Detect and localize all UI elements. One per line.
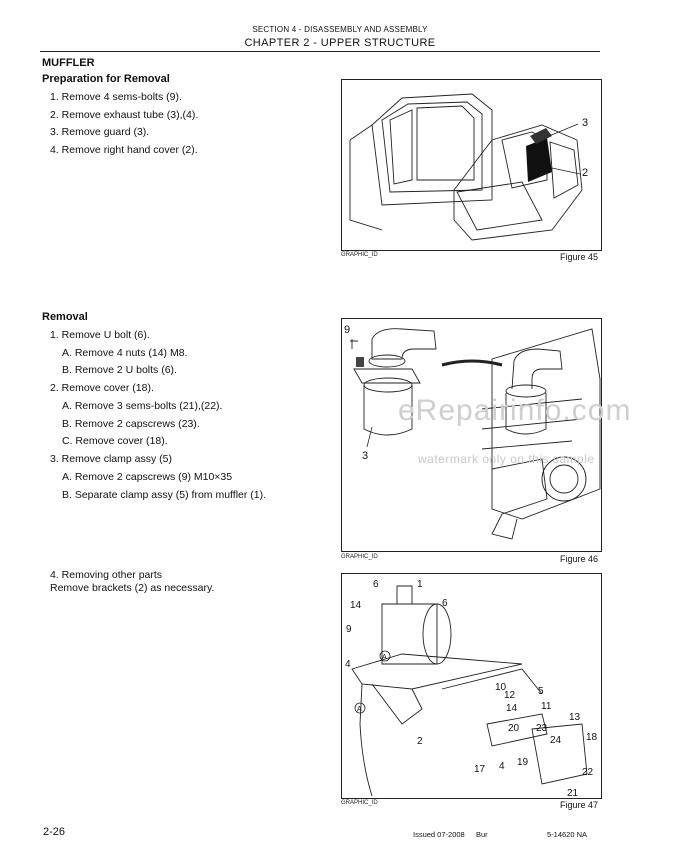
removal-step-2b: B. Remove 2 capscrews (23).: [62, 418, 200, 430]
chapter-header: CHAPTER 2 - UPPER STRUCTURE: [244, 37, 436, 49]
cover-shape: [526, 138, 552, 182]
fig46-callout-9: 9: [344, 324, 350, 336]
fig47-callout-4a: 4: [345, 659, 351, 670]
prep-heading: Preparation for Removal: [42, 73, 170, 85]
muffler-exploded-illustration: 6 1 14 6 9 4 A A 2 10 5 12 11 14 13 20 2…: [345, 579, 598, 799]
figure-45-frame: 3 2: [341, 79, 602, 251]
removal-step-1a: A. Remove 4 nuts (14) M8.: [62, 347, 188, 359]
removal-step-2a: A. Remove 3 sems-bolts (21),(22).: [62, 400, 223, 412]
figure-46-frame: 9 3: [341, 318, 602, 552]
watermark-note: watermark only on this sample: [418, 452, 595, 466]
fig47-callout-14a: 14: [350, 600, 362, 611]
fig45-caption: Figure 45: [560, 252, 599, 262]
fig47-callout-6b: 6: [442, 598, 448, 609]
page-number: 2-26: [43, 826, 66, 838]
bolt-shape: [356, 357, 364, 367]
fig47-callout-4b: 4: [499, 761, 505, 772]
page-title: MUFFLER: [42, 57, 95, 69]
removal-step-2c: C. Remove cover (18).: [62, 435, 168, 447]
fig47-callout-18: 18: [586, 732, 598, 743]
fig47-callout-6a: 6: [373, 579, 379, 590]
removal-step-4-detail: Remove brackets (2) as necessary.: [50, 582, 215, 594]
fig47-callout-A2: A: [357, 706, 362, 713]
removal-step-3a: A. Remove 2 capscrews (9) M10×35: [62, 471, 233, 483]
removal-step-4: 4. Removing other parts: [50, 569, 163, 581]
removal-step-1: 1. Remove U bolt (6).: [50, 329, 150, 341]
fig47-callout-23: 23: [536, 723, 548, 734]
fig47-callout-12: 12: [504, 690, 516, 701]
fig47-callout-21: 21: [567, 788, 579, 798]
fig47-callout-11: 11: [541, 701, 552, 712]
issued-date: Issued 07-2008: [413, 830, 465, 839]
excavator-cab-illustration: 3 2: [349, 93, 588, 241]
prep-step-1: 1. Remove 4 sems-bolts (9).: [50, 91, 182, 103]
removal-step-2: 2. Remove cover (18).: [50, 382, 154, 394]
fig47-callout-22: 22: [582, 767, 594, 778]
fig47-callout-19: 19: [517, 757, 529, 768]
fig46-caption: Figure 46: [560, 554, 599, 564]
fig47-callout-2: 2: [417, 736, 423, 747]
fig46-graphic-id: GRAPHIC_ID: [341, 554, 378, 560]
fig47-callout-9: 9: [346, 624, 352, 635]
fig47-callout-14b: 14: [506, 703, 518, 714]
removal-heading: Removal: [42, 311, 88, 323]
language-code: Bur: [476, 830, 488, 839]
muffler-removal-illustration: 9 3: [344, 324, 601, 540]
section-header: SECTION 4 - DISASSEMBLY AND ASSEMBLY: [252, 25, 428, 34]
prep-step-2: 2. Remove exhaust tube (3),(4).: [50, 109, 199, 121]
prep-step-4: 4. Remove right hand cover (2).: [50, 144, 198, 156]
watermark-site: eRepairinfo.com: [398, 394, 632, 427]
removal-step-1b: B. Remove 2 U bolts (6).: [62, 364, 177, 376]
header-rule: [40, 51, 600, 52]
fig47-callout-10: 10: [495, 682, 507, 693]
removal-step-3: 3. Remove clamp assy (5): [50, 453, 172, 465]
fig45-graphic-id: GRAPHIC_ID: [341, 252, 378, 258]
fig47-callout-5: 5: [538, 686, 544, 697]
document-number: 5-14620 NA: [547, 830, 588, 839]
removal-step-3b: B. Separate clamp assy (5) from muffler …: [62, 489, 267, 501]
fig47-callout-13: 13: [569, 712, 581, 723]
figure-47-frame: 6 1 14 6 9 4 A A 2 10 5 12 11 14 13 20 2…: [341, 573, 602, 799]
fig47-callout-24: 24: [550, 735, 562, 746]
fig47-callout-A1: A: [382, 654, 387, 661]
fig47-callout-1: 1: [417, 579, 423, 590]
fig47-caption: Figure 47: [560, 800, 599, 810]
fig47-callout-17: 17: [474, 764, 486, 775]
prep-step-3: 3. Remove guard (3).: [50, 126, 150, 138]
fig46-callout-3: 3: [362, 450, 368, 462]
fig47-callout-20: 20: [508, 723, 520, 734]
fig47-graphic-id: GRAPHIC_ID: [341, 800, 378, 806]
fig45-callout-2: 2: [582, 167, 588, 179]
fig45-callout-3: 3: [582, 117, 588, 129]
